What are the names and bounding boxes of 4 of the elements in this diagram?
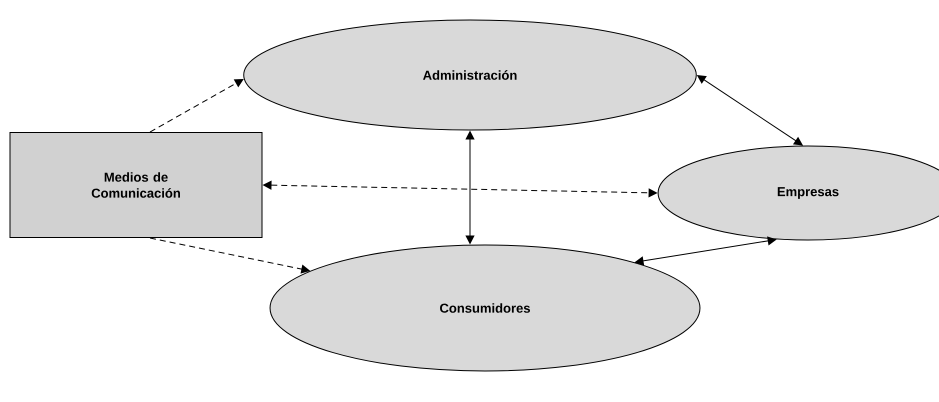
ellipse-node: Consumidores (270, 244, 700, 372)
ellipse-node: Empresas (658, 146, 939, 240)
ellipse-node: Administración (243, 20, 697, 130)
rectangle-node: Medios de Comunicación (10, 132, 262, 238)
